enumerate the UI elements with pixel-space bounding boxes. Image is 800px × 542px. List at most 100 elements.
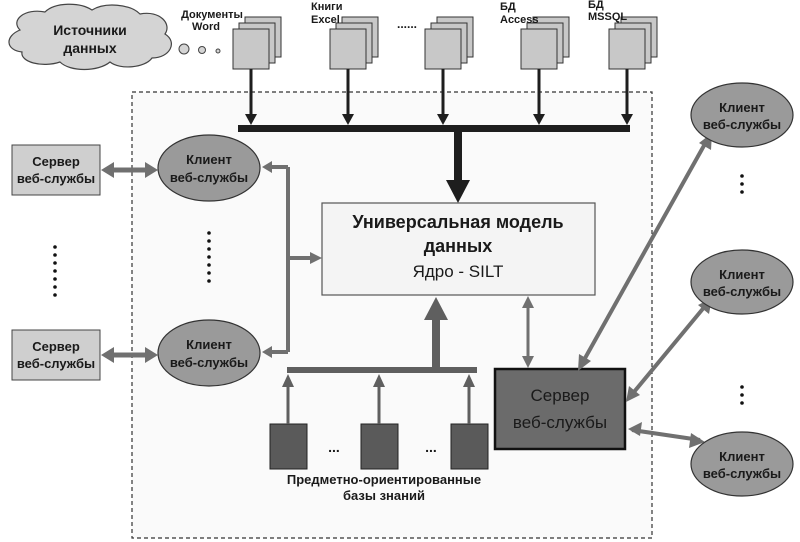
ellipsis-dot (207, 231, 211, 235)
arrowhead (463, 374, 475, 387)
server-label-line2: веб-службы (17, 171, 95, 186)
data-sources-cloud: Источники данных (8, 3, 221, 71)
source-label-line1: БД (500, 1, 516, 13)
ellipsis-dot (53, 261, 57, 265)
ellipsis-dot (53, 285, 57, 289)
client-label-line2: веб-службы (703, 284, 781, 299)
client-label-line1: Клиент (186, 152, 232, 167)
document-icon (608, 28, 646, 70)
core-subtitle: Ядро - SILT (413, 262, 504, 281)
arrowhead (621, 114, 633, 125)
ellipsis-dot (740, 385, 744, 389)
main-web-service-server[interactable]: Сервер веб-службы (493, 367, 627, 451)
bus-to-core-arrowhead (446, 180, 470, 203)
ellipsis-dot (53, 293, 57, 297)
right-client-0[interactable]: Клиент веб-службы (690, 82, 794, 148)
ellipsis-dot (207, 239, 211, 243)
client-label-line1: Клиент (719, 100, 765, 115)
knowledge-base-2[interactable] (450, 374, 489, 470)
left-client-0[interactable]: Клиент веб-службы (157, 134, 261, 202)
arrowhead (689, 433, 705, 448)
ellipsis-dot (53, 245, 57, 249)
server-label-line1: Сервер (32, 154, 80, 169)
source-label-line1: Документы (181, 9, 243, 21)
document-icon (424, 28, 462, 70)
client-label-line2: веб-службы (703, 117, 781, 132)
arrowhead (145, 162, 158, 178)
arrowhead (101, 347, 114, 363)
ellipsis-dot (207, 263, 211, 267)
source-label-line2: MSSQL (588, 11, 627, 23)
ellipsis-dot (740, 190, 744, 194)
ellipsis-dot (53, 253, 57, 257)
ellipsis-dot (740, 393, 744, 397)
arrowhead (533, 114, 545, 125)
ellipsis-dot (740, 174, 744, 178)
server-label-line2: веб-службы (17, 356, 95, 371)
kb-ellipsis: ... (328, 439, 340, 455)
arrowhead (282, 374, 294, 387)
data-source-2[interactable]: ...... (397, 16, 474, 125)
kb-to-core-arrowhead (424, 297, 448, 320)
cloud-icon (8, 3, 172, 71)
kb-label-line1: Предметно-ориентированные (287, 472, 481, 487)
arrowhead (522, 296, 534, 308)
thought-bubble (215, 48, 221, 54)
arrowhead (310, 252, 322, 264)
arrowhead (245, 114, 257, 125)
source-label-line2: Excel (311, 14, 340, 26)
ellipsis-dot (207, 255, 211, 259)
server-label-line1: Сервер (32, 339, 80, 354)
client-label-line2: веб-службы (703, 466, 781, 481)
arrowhead (522, 356, 534, 368)
main-server-line1: Сервер (531, 386, 590, 405)
kb-ellipsis: ... (425, 439, 437, 455)
kb-bus (287, 367, 477, 373)
client-label-line2: веб-службы (170, 170, 248, 185)
arrowhead (262, 346, 272, 358)
arrowhead (373, 374, 385, 387)
ellipsis-dot (740, 182, 744, 186)
cloud-label-line1: Источники (53, 22, 127, 38)
ellipsis-dot (207, 247, 211, 251)
right-client-2[interactable]: Клиент веб-службы (690, 431, 794, 497)
right-client-1[interactable]: Клиент веб-службы (690, 249, 794, 315)
client-label-line1: Клиент (719, 267, 765, 282)
source-label-line1: Книги (311, 1, 342, 13)
client-label-line1: Клиент (186, 337, 232, 352)
arrowhead (342, 114, 354, 125)
thought-bubble (198, 46, 206, 54)
main-server-line2: веб-службы (513, 413, 607, 432)
client-label-line2: веб-службы (170, 355, 248, 370)
client-label-line1: Клиент (719, 449, 765, 464)
ellipsis-dot (53, 277, 57, 281)
document-icon (329, 28, 367, 70)
document-icon (520, 28, 558, 70)
ellipsis-dot (207, 271, 211, 275)
kb-label-line2: базы знаний (343, 488, 425, 503)
arrowhead (262, 161, 272, 173)
ellipsis-dot (53, 269, 57, 273)
knowledge-base-1[interactable] (360, 374, 399, 470)
thought-bubble (178, 43, 190, 55)
source-label-line1: БД (588, 0, 604, 11)
source-ellipsis: ...... (397, 17, 417, 31)
left-client-1[interactable]: Клиент веб-службы (157, 319, 261, 387)
source-label-line2: Access (500, 14, 539, 26)
arrowhead (626, 386, 640, 402)
arrowhead (101, 162, 114, 178)
left-server-0[interactable]: Сервер веб-службы (11, 144, 101, 196)
source-label-line2: Word (192, 21, 220, 33)
knowledge-base-0[interactable] (269, 374, 308, 470)
arrowhead (628, 422, 642, 436)
core-model-box[interactable]: Универсальная модель данных Ядро - SILT (321, 202, 596, 296)
right-connections (582, 141, 708, 442)
arrowhead (437, 114, 449, 125)
cloud-label-line2: данных (63, 40, 117, 56)
left-server-1[interactable]: Сервер веб-службы (11, 329, 101, 381)
